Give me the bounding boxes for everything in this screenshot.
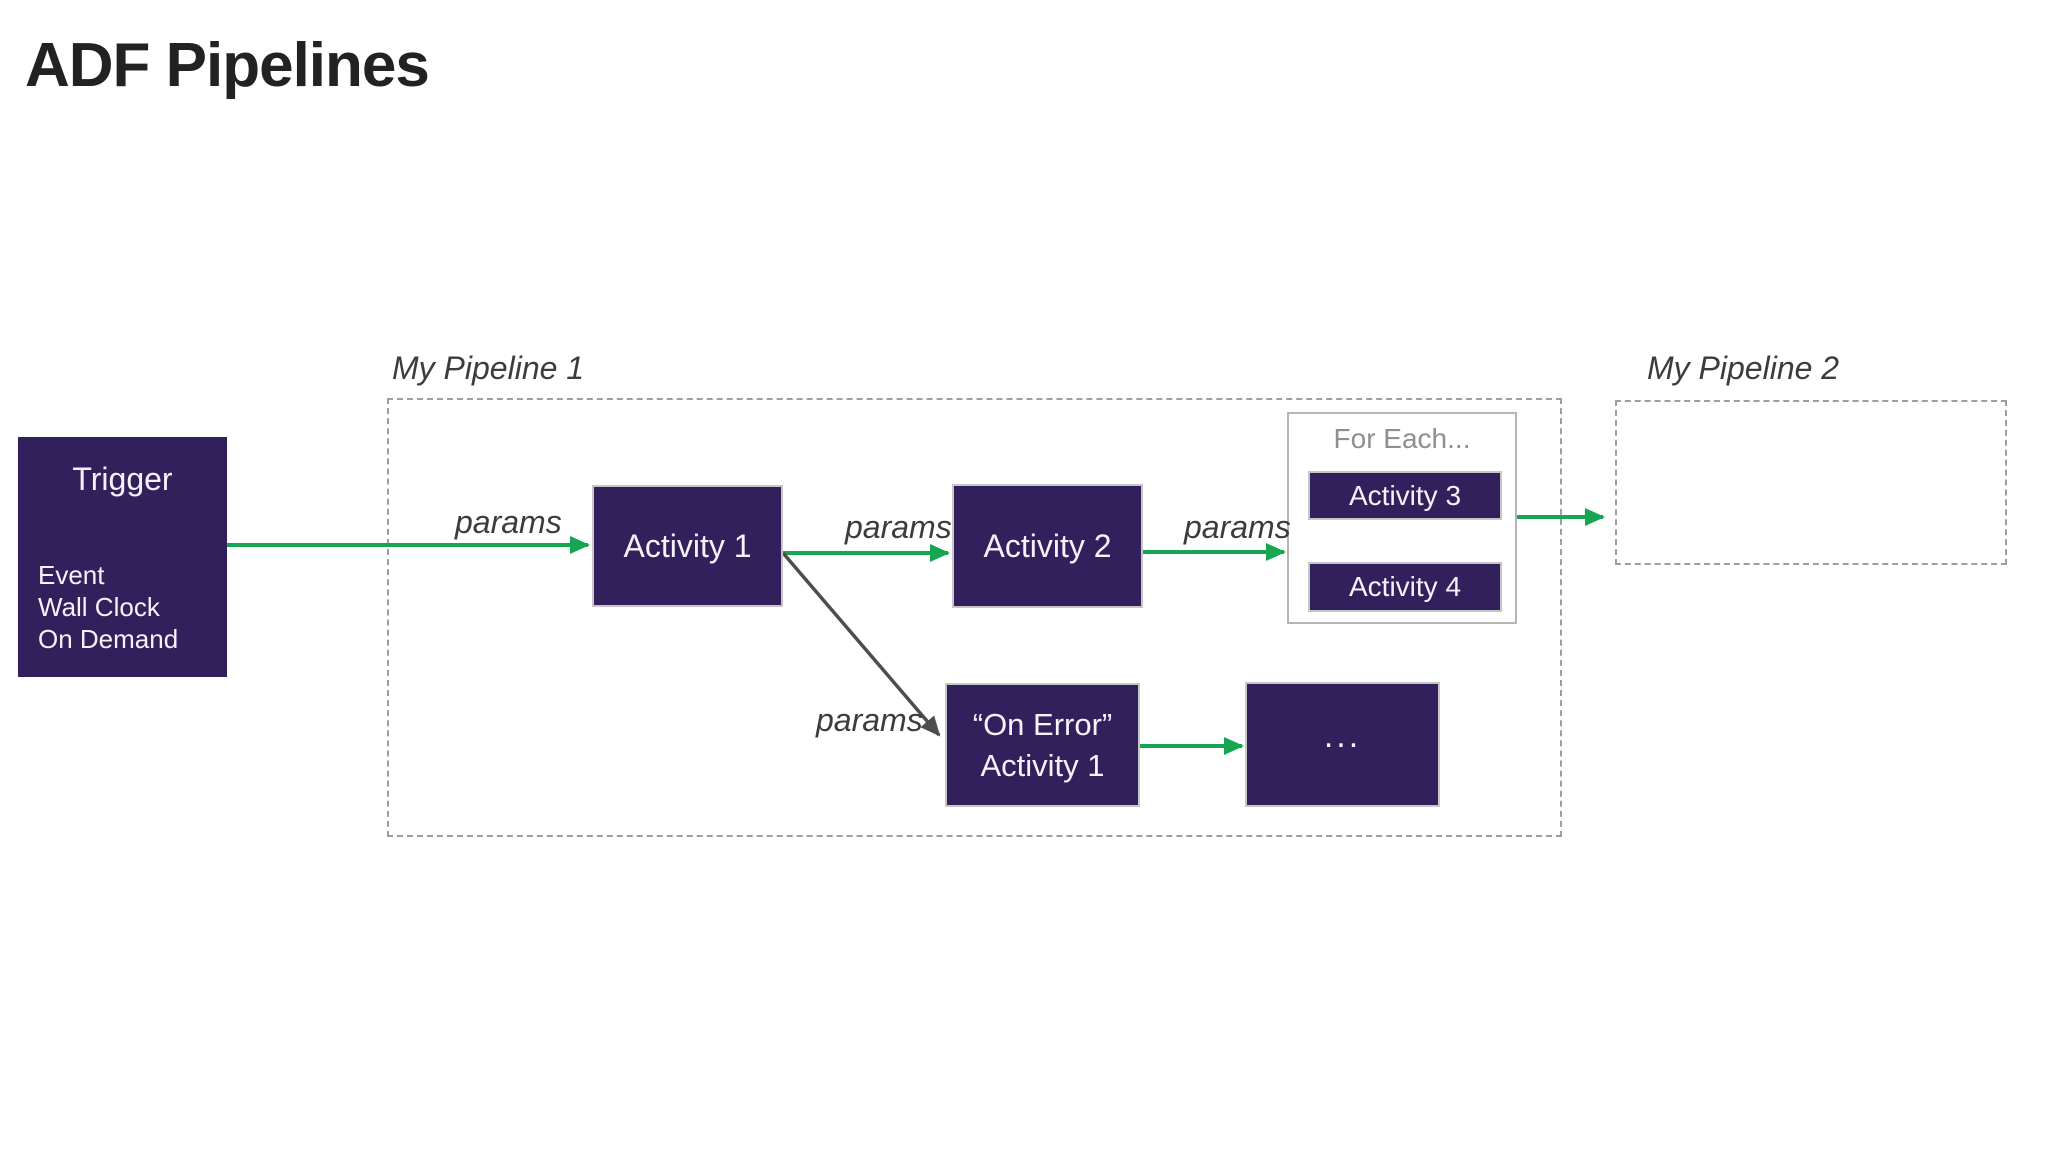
pipeline-2-container [1615, 400, 2007, 565]
more-activities-box: ... [1245, 682, 1440, 807]
params-label-activity2-to-foreach: params [1184, 509, 1291, 545]
activity-2-label: Activity 2 [983, 527, 1112, 564]
params-label-trigger-to-activity1: params [455, 504, 562, 540]
trigger-types-list: Event Wall Clock On Demand [38, 559, 178, 655]
trigger-title: Trigger [72, 461, 173, 497]
activity-1-label: Activity 1 [623, 527, 752, 564]
activity-2-box: Activity 2 [952, 484, 1143, 608]
on-error-label-line2: Activity 1 [980, 748, 1105, 783]
trigger-type-on-demand: On Demand [38, 624, 179, 654]
params-label-activity1-to-activity2: params [845, 509, 952, 545]
pipeline-2-label: My Pipeline 2 [1647, 350, 1840, 386]
params-label-activity1-to-onerror: params [816, 702, 923, 738]
for-each-container: For Each... Activity 3 Activity 4 [1287, 412, 1517, 624]
trigger-box: Trigger Event Wall Clock On Demand [18, 437, 227, 677]
on-error-activity-box: “On Error” Activity 1 [945, 683, 1140, 807]
trigger-type-event: Event [38, 560, 105, 590]
for-each-title: For Each... [1333, 423, 1471, 454]
page-title: ADF Pipelines [25, 31, 430, 100]
activity-4-label: Activity 4 [1348, 571, 1462, 602]
on-error-label-line1: “On Error” [972, 707, 1113, 742]
pipeline-1-container [387, 398, 1562, 837]
trigger-type-wall-clock: Wall Clock [38, 592, 160, 622]
more-activities-label: ... [1323, 717, 1362, 755]
pipeline-1-label: My Pipeline 1 [392, 350, 585, 386]
activity-4-box: Activity 4 [1308, 562, 1502, 612]
activity-3-label: Activity 3 [1348, 479, 1462, 511]
activity-1-box: Activity 1 [592, 485, 783, 607]
activity-3-box: Activity 3 [1308, 471, 1502, 520]
